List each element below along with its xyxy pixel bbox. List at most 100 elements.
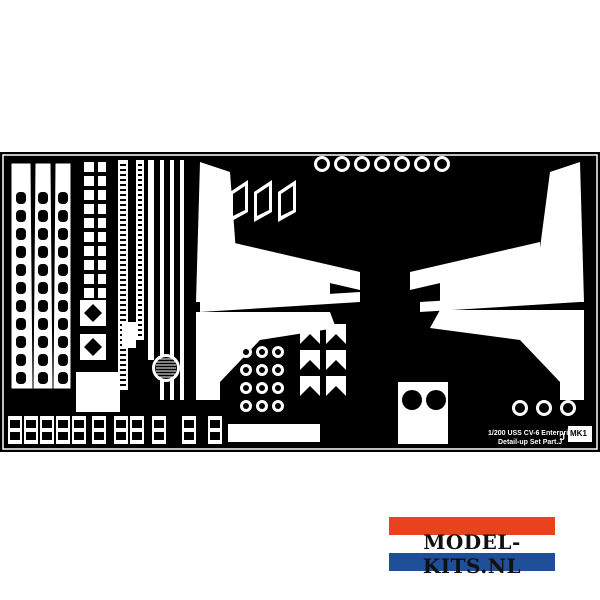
ladder-rung — [138, 309, 142, 311]
ladder-rung — [138, 279, 142, 281]
square-part — [98, 204, 106, 214]
square-part — [84, 162, 94, 172]
square-part — [84, 218, 94, 228]
window-slot — [16, 228, 26, 240]
ring-hole — [275, 385, 281, 391]
bottom-box-window — [94, 420, 104, 428]
ladder-rung — [138, 204, 142, 206]
bottom-box-window — [184, 432, 194, 440]
ladder-rung — [138, 219, 142, 221]
ladder-rung — [120, 259, 126, 261]
ladder-rung — [120, 184, 126, 186]
bottom-box-window — [132, 432, 142, 440]
ladder-rung — [120, 229, 126, 231]
ladder-rung — [138, 239, 142, 241]
window-slot — [38, 300, 48, 312]
bottom-box-window — [116, 420, 126, 428]
ladder-rung — [120, 354, 126, 356]
bottom-box-window — [42, 432, 52, 440]
dial-parts — [398, 382, 448, 444]
ladder-rung — [138, 194, 142, 196]
right-ring-parts — [512, 400, 576, 416]
ladder-rung — [138, 174, 142, 176]
window-slot — [58, 336, 68, 348]
window-slot — [38, 354, 48, 366]
bottom-box-window — [94, 432, 104, 440]
square-part — [98, 246, 106, 256]
model-kits-logo[interactable]: MODEL-KITS.NL — [389, 517, 555, 578]
bottom-box-window — [26, 432, 36, 440]
ladder-rung — [120, 304, 126, 306]
window-slot — [38, 318, 48, 330]
fret-title-line2: Detail-up Set Part.J — [498, 439, 563, 446]
ladder-rung — [138, 294, 142, 296]
ladder-rung — [120, 219, 126, 221]
ring-hole — [259, 367, 265, 373]
grille-lines — [156, 358, 176, 378]
ladder-rung — [120, 254, 126, 256]
ladder-rung — [138, 179, 142, 181]
ladder-rung — [138, 269, 142, 271]
window-slot — [16, 372, 26, 384]
logo-red-stripe — [389, 517, 555, 535]
ladder-rung — [120, 364, 126, 366]
ladder-rung — [138, 169, 142, 171]
maker-mark: MK1 — [570, 429, 587, 438]
ladder-rung — [138, 244, 142, 246]
window-slot — [58, 282, 68, 294]
ladder-rung — [120, 279, 126, 281]
window-slot — [16, 354, 26, 366]
right-ring-hole — [563, 403, 573, 413]
round-part-hole — [377, 159, 387, 169]
chevron-parts — [300, 324, 346, 396]
ladder-rung — [120, 179, 126, 181]
window-slot — [38, 282, 48, 294]
round-part-hole — [317, 159, 327, 169]
window-slot — [58, 318, 68, 330]
bottom-box-parts — [8, 416, 320, 444]
window-slot — [16, 318, 26, 330]
window-slot — [38, 264, 48, 276]
ladder-rung — [120, 214, 126, 216]
ladder-rung — [120, 174, 126, 176]
bottom-box-window — [154, 432, 164, 440]
ring-hole — [243, 367, 249, 373]
ladder-rung — [138, 329, 142, 331]
ladder-rung — [120, 189, 126, 191]
chevron-part — [326, 350, 346, 370]
ladder-rung — [138, 314, 142, 316]
ladder-rung — [138, 164, 142, 166]
ladder-rung — [120, 269, 126, 271]
square-part — [98, 218, 106, 228]
ladder-rung — [138, 229, 142, 231]
window-slot — [38, 228, 48, 240]
ladder-rung — [138, 324, 142, 326]
round-part-hole — [337, 159, 347, 169]
square-part — [84, 246, 94, 256]
square-part — [84, 274, 94, 284]
ladder-rung — [120, 294, 126, 296]
bottom-box-window — [58, 420, 68, 428]
long-strip-part — [228, 424, 320, 442]
square-part — [98, 260, 106, 270]
ladder-rung — [138, 264, 142, 266]
ladder-rung — [120, 289, 126, 291]
ladder-rung — [120, 249, 126, 251]
ladder-rung — [138, 209, 142, 211]
square-part — [84, 204, 94, 214]
ring-hole — [259, 403, 265, 409]
window-slot — [38, 210, 48, 222]
square-part — [98, 232, 106, 242]
outrigger-panel-right — [430, 162, 584, 400]
square-part — [84, 260, 94, 270]
bottom-box-window — [184, 420, 194, 428]
window-slot — [16, 300, 26, 312]
hex-cutout — [233, 186, 245, 216]
ring-hole — [259, 349, 265, 355]
square-part — [84, 190, 94, 200]
ring-hole — [275, 367, 281, 373]
ladder-rung — [120, 274, 126, 276]
ladder-rung — [138, 184, 142, 186]
ladder-rung — [138, 289, 142, 291]
window-slot — [38, 246, 48, 258]
